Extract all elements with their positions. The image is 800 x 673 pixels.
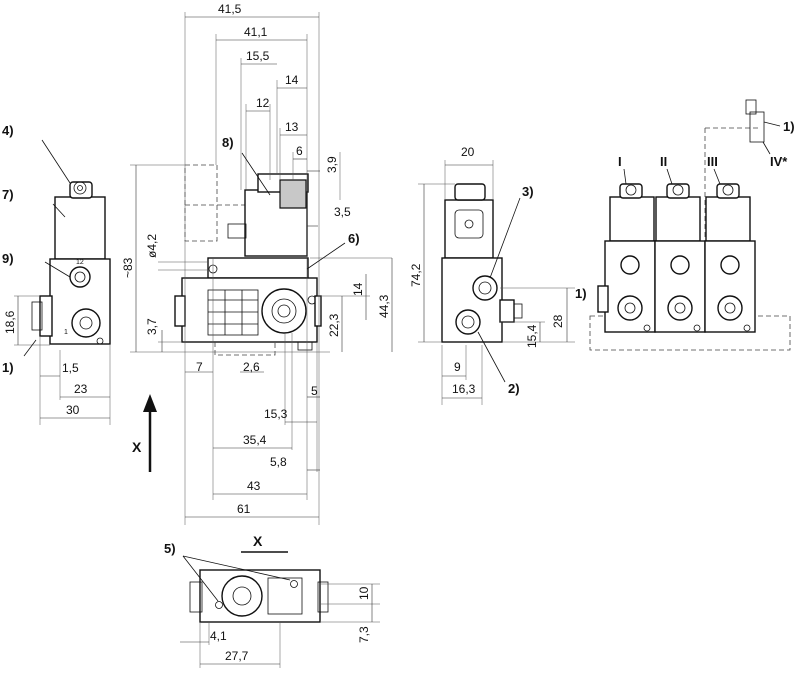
port-2-right (455, 309, 481, 335)
dimension-labels: 41,5 41,1 15,5 14 12 13 6 3,5 7 2,6 5 15… (3, 2, 565, 663)
dim-16-3: 16,3 (452, 382, 476, 396)
port-label-12: 12 (76, 259, 84, 266)
bottom-view-dimensions (180, 583, 380, 668)
dim-5-8: 5,8 (270, 455, 287, 469)
callout-3: 3) (522, 184, 534, 199)
manifold-position-labels: I II III IV* (618, 154, 788, 169)
dim-44-3: 44,3 (377, 294, 391, 318)
view-label-x-side: X (132, 439, 142, 455)
callout-5: 5) (164, 541, 176, 556)
valve-top-plate (207, 257, 309, 279)
manifold-leaders (623, 121, 781, 185)
connector-plug-right (444, 199, 494, 259)
dim-41-5: 41,5 (218, 2, 242, 16)
dim-7: 7 (196, 360, 203, 374)
callout-7: 7) (2, 187, 14, 202)
callout-6: 6) (348, 231, 360, 246)
dim-3-9: 3,9 (325, 156, 339, 173)
callout-8: 8) (222, 135, 234, 150)
push-fitting-left (39, 295, 53, 337)
dim-20: 20 (461, 145, 475, 159)
position-ii: II (660, 154, 667, 169)
dim-15-5: 15,5 (246, 49, 270, 63)
left-side-view: 12 1 (31, 181, 111, 345)
dim-13: 13 (285, 120, 299, 134)
dim-28: 28 (551, 314, 565, 328)
position-iii: III (707, 154, 718, 169)
blanking-plate-iv (749, 111, 765, 143)
callout-labels: 4) 7) 9) 1) 8) 6) 3) 2) 1) 1) 5) (2, 119, 795, 556)
manual-override-8 (279, 179, 307, 209)
dim-7-3: 7,3 (357, 626, 371, 643)
dim-6: 6 (296, 144, 303, 158)
port-12-left (69, 266, 91, 288)
port-1-left (71, 308, 101, 338)
callout-1-left: 1) (2, 360, 14, 375)
position-iv: IV* (770, 154, 788, 169)
callout-2: 2) (508, 381, 520, 396)
dim-4-2: ø4,2 (145, 234, 159, 258)
dim-61: 61 (237, 502, 251, 516)
callout-1-top: 1) (783, 119, 795, 134)
push-fitting-main-left (174, 295, 186, 327)
position-i: I (618, 154, 622, 169)
dim-2-6: 2,6 (243, 360, 260, 374)
manifold-station-2 (654, 183, 706, 333)
main-view-dimensions (130, 12, 393, 525)
dim-4-1: 4,1 (210, 629, 227, 643)
dim-3-5: 3,5 (334, 205, 351, 219)
dim-5: 5 (311, 384, 318, 398)
dim-15-4: 15,4 (525, 324, 539, 348)
dim-14-top: 14 (285, 73, 299, 87)
left-view-dimensions (14, 139, 111, 425)
port-3-right (472, 275, 498, 301)
plug-outline-dashed (184, 164, 218, 242)
manifold-station-1 (597, 183, 656, 333)
dim-18-6: 18,6 (3, 310, 17, 334)
view-label-x-bottom: X (253, 533, 263, 549)
bottom-view-x (182, 551, 329, 623)
manifold-station-3 (704, 183, 756, 333)
callout-1-right: 1) (575, 286, 587, 301)
dim-10: 10 (357, 586, 371, 600)
dim-74-2: 74,2 (409, 263, 423, 287)
dim-15-3: 15,3 (264, 407, 288, 421)
dim-30: 30 (66, 403, 80, 417)
dim-12: 12 (256, 96, 270, 110)
dim-35-4: 35,4 (243, 433, 267, 447)
main-front-view (174, 164, 322, 356)
dim-14-side: 14 (351, 282, 365, 296)
right-side-view (441, 183, 523, 343)
dim-27-7: 27,7 (225, 649, 249, 663)
dim-22-3: 22,3 (327, 313, 341, 337)
callout-4: 4) (2, 123, 14, 138)
dim-3-7: 3,7 (145, 318, 159, 335)
dim-83: ~83 (121, 257, 135, 278)
dim-23: 23 (74, 382, 88, 396)
dim-41-1: 41,1 (244, 25, 268, 39)
port-1-main (261, 288, 307, 334)
dim-43: 43 (247, 479, 261, 493)
view-labels: X X (132, 439, 263, 549)
port-label-1: 1 (64, 329, 68, 336)
dim-1-5: 1,5 (62, 361, 79, 375)
callout-9: 9) (2, 251, 14, 266)
solenoid-coil-left (54, 196, 106, 260)
right-view-dimensions (418, 160, 575, 405)
dim-9: 9 (454, 360, 461, 374)
view-arrow-x (143, 394, 157, 472)
port-bottom (221, 575, 263, 617)
